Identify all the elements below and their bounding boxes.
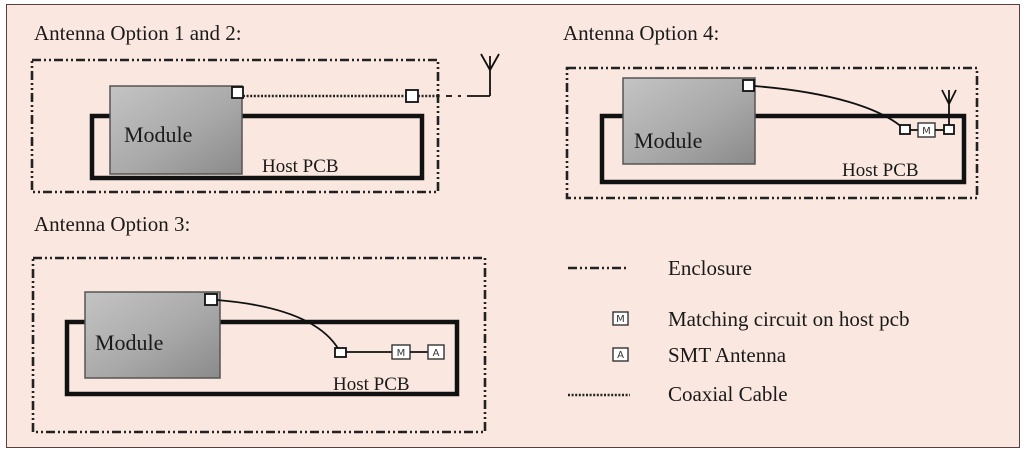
option-1-2-pcb-label: Host PCB xyxy=(262,156,339,177)
option-3-coax-cable xyxy=(216,299,340,351)
antenna-icon xyxy=(941,89,957,105)
option-1-2-module-connector xyxy=(231,86,244,99)
legend-coax-label: Coaxial Cable xyxy=(668,382,788,406)
option-3-host-pcb xyxy=(64,319,460,397)
option-3-matching-symbol: M xyxy=(397,348,406,359)
option-4-pcb-label: Host PCB xyxy=(842,160,919,181)
option-1-2-enclosure-connector xyxy=(405,89,419,103)
option-3-group: Antenna Option 3: Module Host PCB M A xyxy=(31,212,487,434)
legend-antenna-box xyxy=(612,347,629,362)
option-4-group: Antenna Option 4: Module Host PCB M xyxy=(563,21,979,200)
option-3-pcb-label: Host PCB xyxy=(333,374,410,395)
option-3-enclosure xyxy=(31,256,487,434)
option-1-2-enclosure xyxy=(30,58,440,194)
antenna-icon xyxy=(480,53,500,71)
option-3-module-connector xyxy=(204,293,218,306)
legend-matching-symbol: M xyxy=(616,314,625,325)
option-4-host-pcb xyxy=(599,113,967,185)
legend: Enclosure M Matching circuit on host pcb… xyxy=(568,256,909,406)
legend-matching-box xyxy=(612,311,629,326)
option-3-antenna-symbol: A xyxy=(433,348,440,359)
option-1-2-group: Antenna Option 1 and 2: Module Host PCB xyxy=(30,21,500,194)
option-4-coax-cable xyxy=(753,85,904,129)
option-3-module xyxy=(84,291,221,379)
option-4-module xyxy=(622,77,756,165)
option-3-module-label: Module xyxy=(95,330,163,355)
option-4-enclosure xyxy=(565,66,979,200)
legend-enclosure-label: Enclosure xyxy=(668,256,752,280)
option-4-matching-symbol: M xyxy=(922,126,931,137)
legend-antenna-symbol: A xyxy=(617,350,624,361)
option-3-pcb-connector xyxy=(334,347,347,358)
option-3-antenna-box xyxy=(427,344,445,360)
option-1-2-module-label: Module xyxy=(124,122,192,147)
option-4-module-label: Module xyxy=(634,128,702,153)
option-1-2-title: Antenna Option 1 and 2: xyxy=(34,21,242,45)
legend-matching-label: Matching circuit on host pcb xyxy=(668,307,909,331)
option-4-title: Antenna Option 4: xyxy=(563,21,719,45)
option-1-2-host-pcb xyxy=(89,113,425,181)
option-3-title: Antenna Option 3: xyxy=(34,212,190,236)
option-4-module-connector xyxy=(742,79,755,92)
option-4-antenna-connector xyxy=(943,124,955,135)
option-1-2-module xyxy=(109,85,243,175)
option-4-pcb-connector xyxy=(899,124,911,135)
legend-smt-antenna-label: SMT Antenna xyxy=(668,343,787,367)
